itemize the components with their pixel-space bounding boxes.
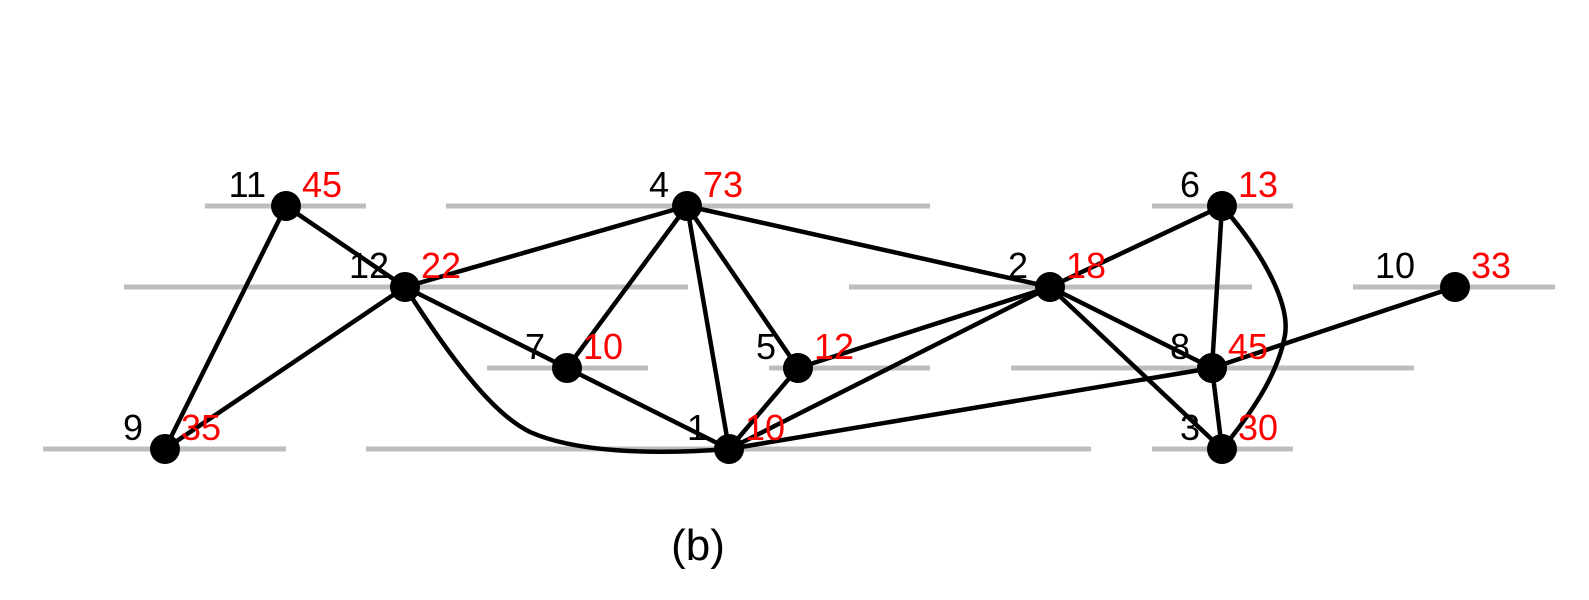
node-value-label: 33 bbox=[1471, 245, 1511, 286]
node-dot bbox=[1440, 272, 1470, 302]
edge-6-8 bbox=[1209, 203, 1225, 371]
edge-11-9 bbox=[162, 203, 289, 452]
node-2: 2 18 bbox=[1008, 245, 1106, 302]
edge-12-7 bbox=[402, 284, 570, 371]
node-dot bbox=[1207, 191, 1237, 221]
node-value-label: 45 bbox=[302, 164, 342, 205]
edge-4-2 bbox=[684, 203, 1053, 290]
node-id-label: 8 bbox=[1170, 326, 1190, 367]
node-id-label: 2 bbox=[1008, 245, 1028, 286]
node-value-label: 12 bbox=[814, 326, 854, 367]
edge-12-1 bbox=[402, 284, 732, 454]
node-value-label: 18 bbox=[1066, 245, 1106, 286]
node-id-label: 5 bbox=[756, 326, 776, 367]
edge-11-12 bbox=[283, 203, 408, 290]
node-dot bbox=[1197, 353, 1227, 383]
node-dot bbox=[552, 353, 582, 383]
node-id-label: 1 bbox=[687, 407, 707, 448]
edge-1-8 bbox=[726, 365, 1215, 452]
edge-12-4 bbox=[402, 203, 690, 290]
node-4: 4 73 bbox=[649, 164, 743, 221]
edge-8-10 bbox=[1209, 284, 1458, 371]
edge-5-2 bbox=[795, 284, 1053, 371]
node-9: 9 35 bbox=[123, 407, 221, 464]
node-12: 12 22 bbox=[349, 245, 461, 302]
edge-7-1 bbox=[564, 365, 732, 452]
node-1: 1 10 bbox=[687, 407, 785, 464]
node-8: 8 45 bbox=[1170, 326, 1268, 383]
node-dot bbox=[1207, 434, 1237, 464]
edge-4-7 bbox=[564, 203, 690, 371]
node-id-label: 9 bbox=[123, 407, 143, 448]
edge-6-3 bbox=[1219, 203, 1288, 452]
node-value-label: 35 bbox=[181, 407, 221, 448]
node-value-label: 73 bbox=[703, 164, 743, 205]
edge-2-8 bbox=[1047, 284, 1215, 371]
node-value-label: 10 bbox=[745, 407, 785, 448]
node-dot bbox=[1035, 272, 1065, 302]
node-5: 5 12 bbox=[756, 326, 854, 383]
edge-5-1 bbox=[726, 365, 801, 452]
node-dot bbox=[390, 272, 420, 302]
node-id-label: 10 bbox=[1375, 245, 1415, 286]
node-id-label: 6 bbox=[1180, 164, 1200, 205]
node-id-label: 3 bbox=[1180, 407, 1200, 448]
node-id-label: 11 bbox=[229, 164, 266, 205]
node-value-label: 10 bbox=[583, 326, 623, 367]
edge-4-5 bbox=[684, 203, 801, 371]
node-value-label: 30 bbox=[1238, 407, 1278, 448]
node-id-label: 4 bbox=[649, 164, 669, 205]
node-dot bbox=[672, 191, 702, 221]
node-dot bbox=[271, 191, 301, 221]
node-dot bbox=[714, 434, 744, 464]
edge-12-9 bbox=[162, 284, 408, 452]
node-value-label: 22 bbox=[421, 245, 461, 286]
node-11: 11 45 bbox=[229, 164, 342, 221]
edge-2-1 bbox=[726, 284, 1053, 452]
node-7: 7 10 bbox=[525, 326, 623, 383]
node-dot bbox=[150, 434, 180, 464]
node-3: 3 30 bbox=[1180, 407, 1278, 464]
edges bbox=[162, 203, 1458, 454]
node-10: 10 33 bbox=[1375, 245, 1511, 302]
edge-4-1 bbox=[684, 203, 732, 452]
node-id-label: 7 bbox=[525, 326, 545, 367]
node-id-label: 12 bbox=[349, 245, 389, 286]
node-value-label: 45 bbox=[1228, 326, 1268, 367]
node-6: 6 13 bbox=[1180, 164, 1278, 221]
node-dot bbox=[783, 353, 813, 383]
node-value-label: 13 bbox=[1238, 164, 1278, 205]
edge-2-6 bbox=[1047, 203, 1225, 290]
figure-caption: (b) bbox=[671, 521, 725, 570]
edge-2-3 bbox=[1047, 284, 1225, 452]
